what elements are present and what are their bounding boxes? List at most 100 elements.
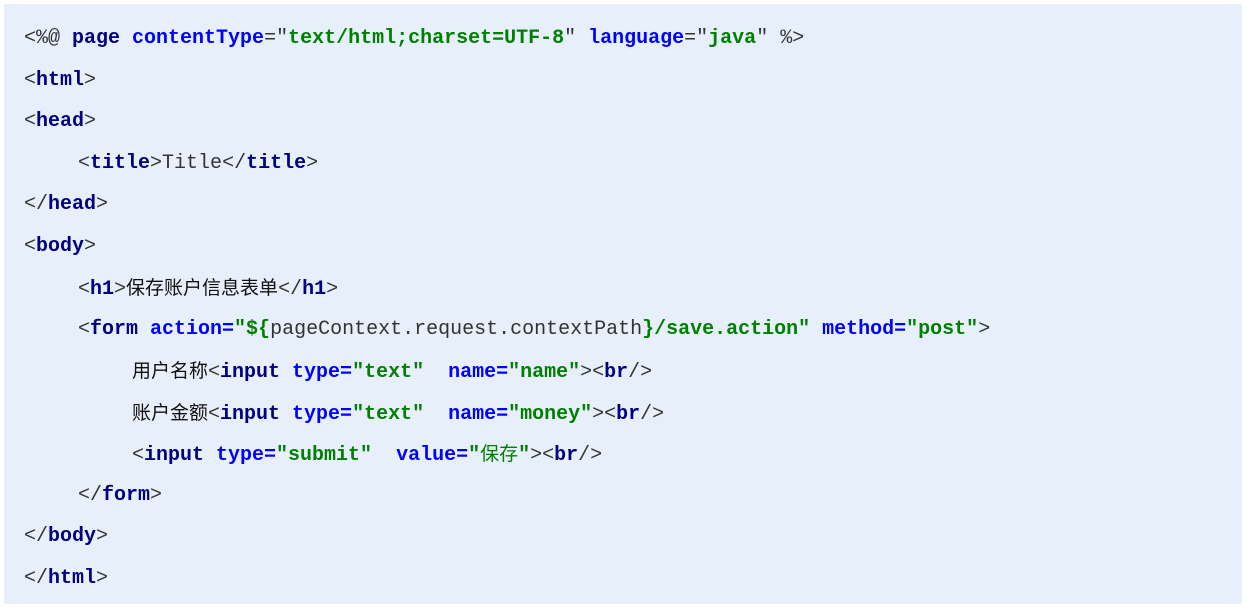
code-token: </	[24, 567, 49, 590]
code-token: h1	[302, 278, 327, 301]
code-token: </	[24, 193, 49, 216]
code-token: >	[96, 567, 109, 590]
code-token: 保存	[480, 443, 519, 465]
code-token: input	[144, 444, 217, 467]
code-token: java	[708, 27, 757, 50]
code-line: <head>	[24, 107, 96, 137]
code-line: <body>	[24, 232, 96, 262]
code-token: body	[48, 525, 97, 548]
code-token: "post"	[906, 318, 979, 341]
code-token: </	[78, 484, 103, 507]
code-token: br	[554, 444, 579, 467]
code-token: pageContext.request.contextPath	[270, 318, 643, 341]
code-line: 账户金额<input type="text" name="money"><br/…	[132, 398, 664, 428]
code-token: >	[84, 69, 97, 92]
code-token: >	[96, 193, 109, 216]
code-token: >	[150, 152, 163, 175]
code-token: <	[208, 361, 221, 384]
code-token: >	[306, 152, 319, 175]
code-line: <%@ page contentType="text/html;charset=…	[24, 24, 804, 54]
code-token: page	[72, 27, 133, 50]
code-token: text/html;charset=UTF-8	[288, 27, 565, 50]
code-token: Title	[162, 152, 223, 175]
code-line: </head>	[24, 190, 108, 220]
code-token: ><	[580, 361, 605, 384]
code-line: <html>	[24, 66, 96, 96]
code-token: br	[616, 403, 641, 426]
code-token: ><	[592, 403, 617, 426]
code-token: 用户名称	[132, 360, 209, 382]
code-token: />	[640, 403, 665, 426]
code-token: title	[246, 152, 307, 175]
code-token: <	[78, 318, 91, 341]
code-token: action=	[150, 318, 235, 341]
code-token: "text"	[352, 361, 449, 384]
code-token: "submit"	[276, 444, 397, 467]
code-token: <	[78, 152, 91, 175]
code-token: <	[78, 278, 91, 301]
code-token: contentType	[132, 27, 265, 50]
code-token: form	[90, 318, 151, 341]
code-token: <	[24, 110, 37, 133]
code-token: html	[36, 69, 85, 92]
code-token: />	[578, 444, 603, 467]
code-token: "name"	[508, 361, 581, 384]
code-token: </	[222, 152, 247, 175]
code-token: body	[36, 235, 85, 258]
code-token: head	[48, 193, 97, 216]
code-token: </	[278, 278, 303, 301]
code-token: <	[24, 235, 37, 258]
code-token: }/save.action"	[642, 318, 823, 341]
code-token: language	[588, 27, 685, 50]
code-line: 用户名称<input type="text" name="name"><br/>	[132, 356, 652, 386]
code-token: name=	[448, 361, 509, 384]
code-token: ="	[684, 27, 709, 50]
code-token: form	[102, 484, 151, 507]
code-token: <	[132, 444, 145, 467]
code-token: "	[518, 444, 531, 467]
code-token: "	[468, 444, 481, 467]
code-token: "money"	[508, 403, 593, 426]
code-token: 保存账户信息表单	[126, 277, 279, 299]
code-token: ="	[264, 27, 289, 50]
code-line: </body>	[24, 522, 108, 552]
code-line: <input type="submit" value="保存"><br/>	[132, 439, 602, 469]
code-line: </form>	[78, 481, 162, 511]
code-token: >	[114, 278, 127, 301]
code-token: >	[84, 235, 97, 258]
code-line: </html>	[24, 564, 108, 594]
code-token: <	[24, 69, 37, 92]
code-token: " %>	[756, 27, 805, 50]
code-token: "text"	[352, 403, 449, 426]
code-token: >	[978, 318, 991, 341]
code-token: >	[84, 110, 97, 133]
code-token: h1	[90, 278, 115, 301]
code-token: 账户金额	[132, 402, 209, 424]
code-token: </	[24, 525, 49, 548]
code-token: >	[150, 484, 163, 507]
code-token: >	[326, 278, 339, 301]
code-line: <h1>保存账户信息表单</h1>	[78, 273, 338, 303]
code-token: type=	[216, 444, 277, 467]
code-token: method=	[822, 318, 907, 341]
code-token: ><	[530, 444, 555, 467]
code-token: value=	[396, 444, 469, 467]
code-token: <	[208, 403, 221, 426]
code-block: <%@ page contentType="text/html;charset=…	[4, 4, 1242, 604]
code-token: br	[604, 361, 629, 384]
code-token: name=	[448, 403, 509, 426]
code-token: type=	[292, 403, 353, 426]
code-line: <form action="${pageContext.request.cont…	[78, 315, 990, 345]
code-token: "${	[234, 318, 271, 341]
code-token: />	[628, 361, 653, 384]
code-token: type=	[292, 361, 353, 384]
code-token: "	[564, 27, 589, 50]
code-token: >	[96, 525, 109, 548]
code-token: head	[36, 110, 85, 133]
code-token: input	[220, 361, 293, 384]
code-token: <%@	[24, 27, 73, 50]
code-token: html	[48, 567, 97, 590]
code-token: title	[90, 152, 151, 175]
code-token: input	[220, 403, 293, 426]
code-line: <title>Title</title>	[78, 149, 318, 179]
